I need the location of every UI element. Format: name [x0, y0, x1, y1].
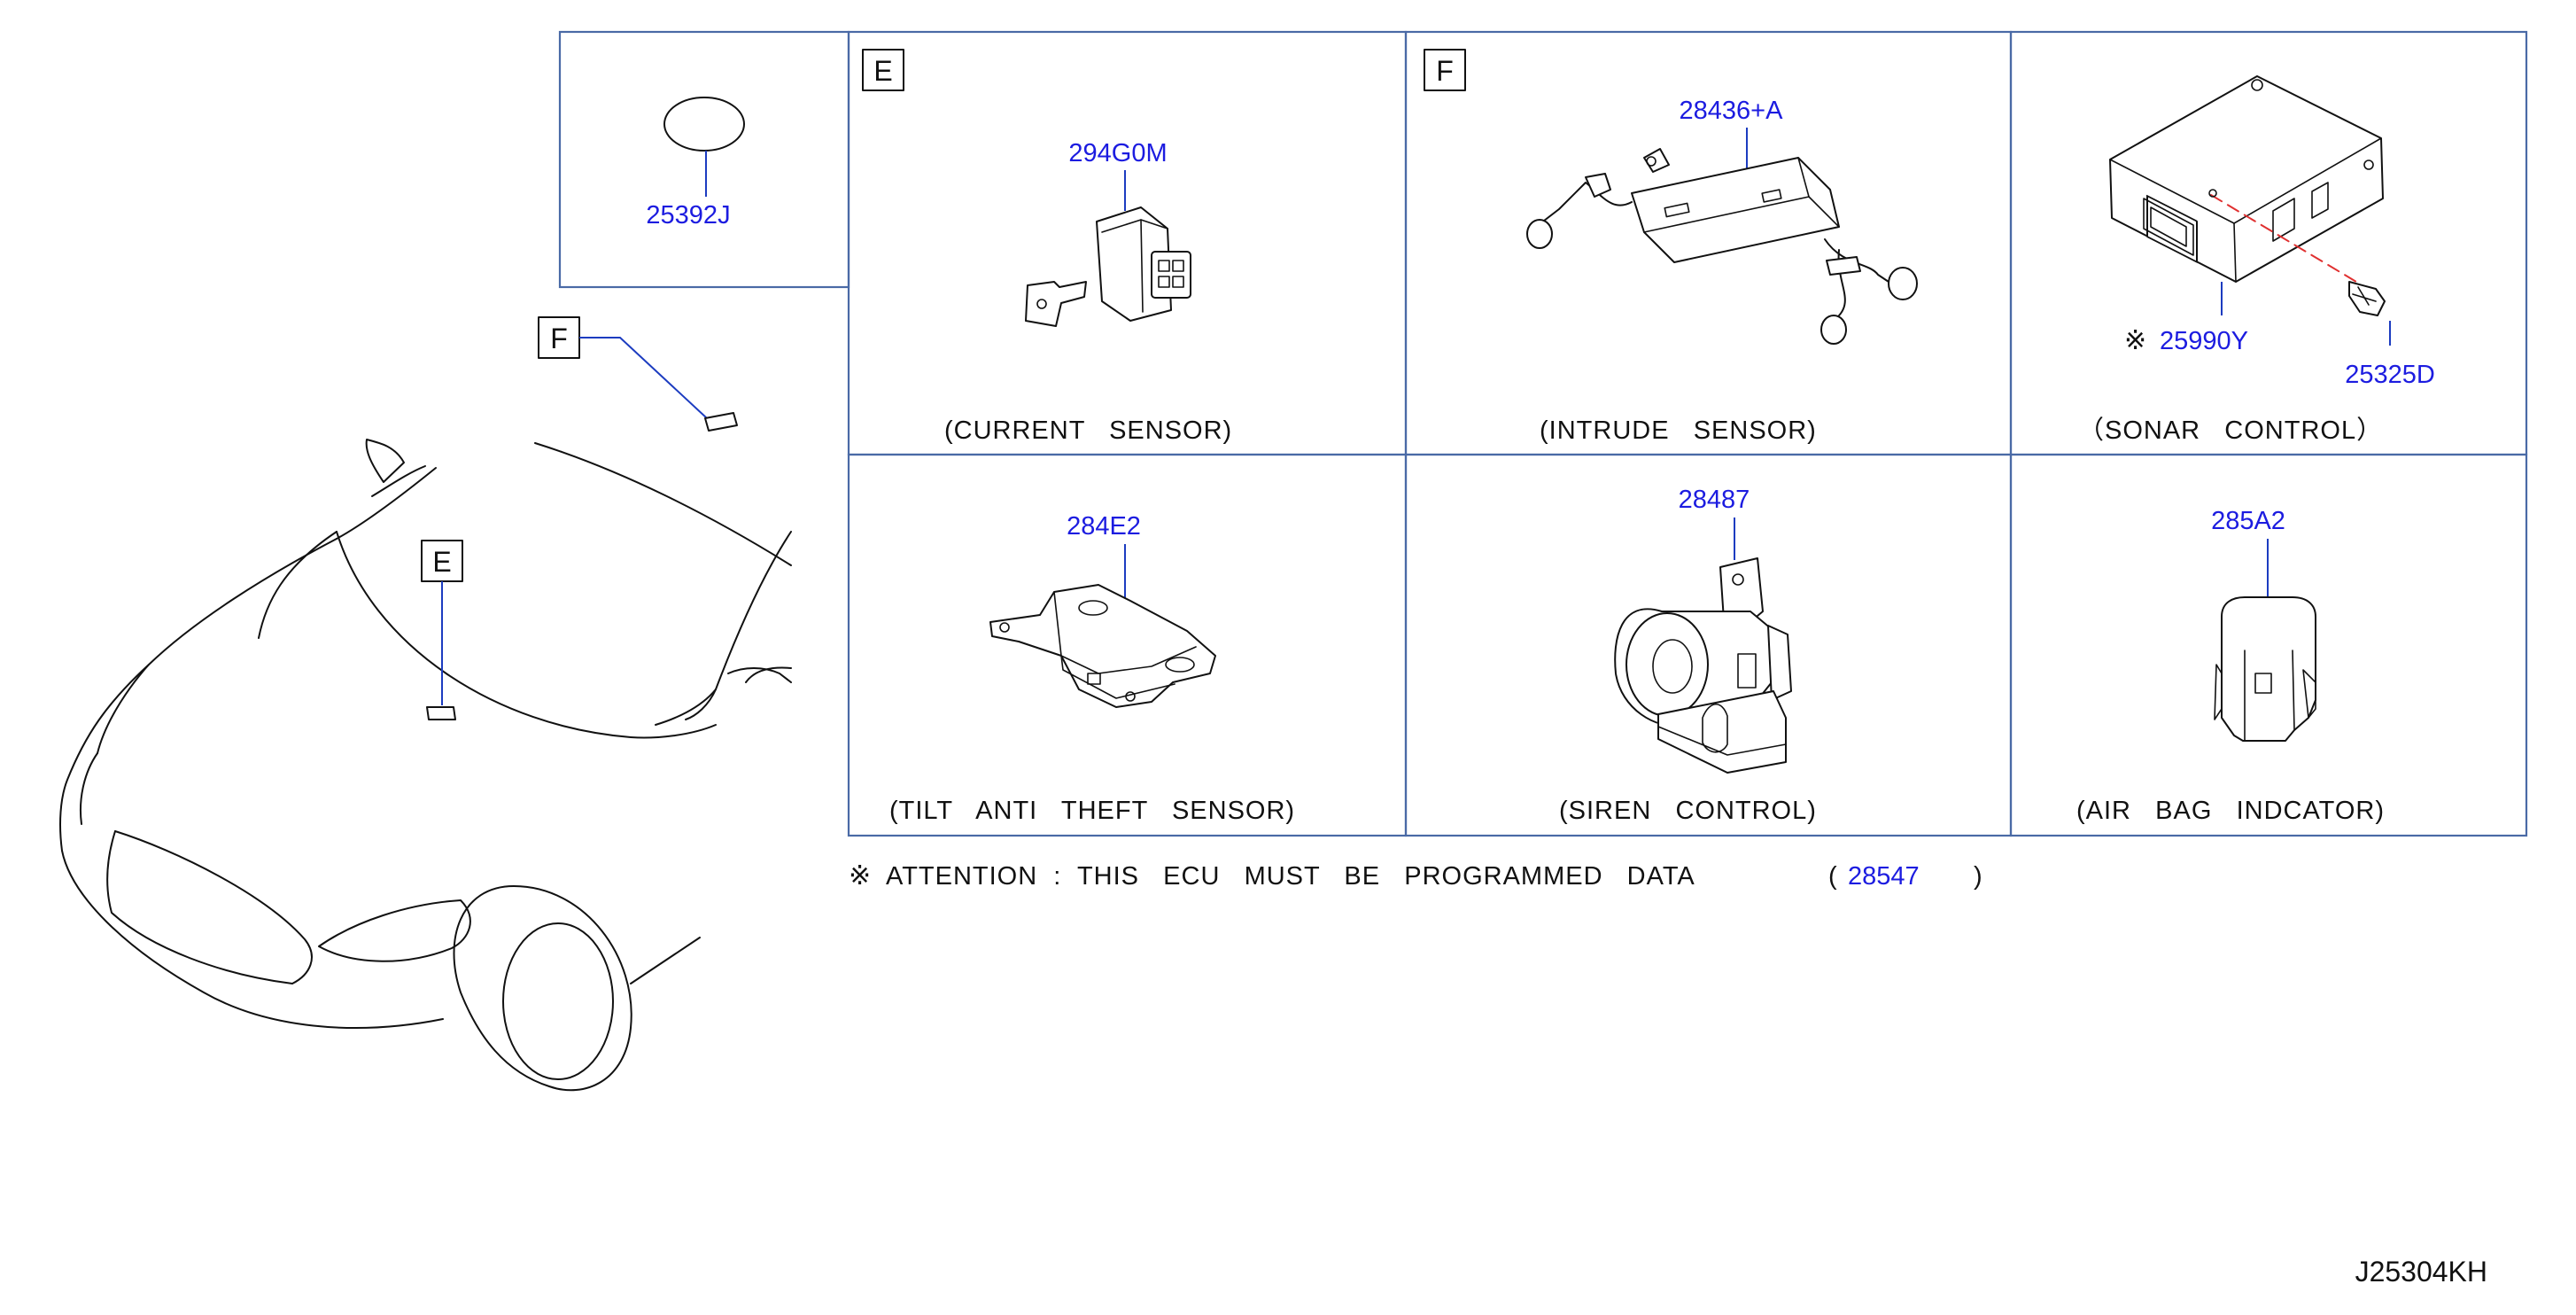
cell-airbag-indicator [2009, 453, 2528, 837]
attention-text: ATTENTION : THIS ECU MUST BE PROGRAMMED … [886, 862, 1695, 891]
svg-text:F: F [550, 323, 568, 354]
svg-text:E: E [432, 546, 451, 578]
part-number-284E2[interactable]: 284E2 [1067, 512, 1141, 541]
caption-siren-control: (SIREN CONTROL) [1559, 797, 1817, 825]
parts-grid [558, 30, 2528, 837]
attention-open: ( [1828, 862, 1838, 891]
airbag-indicator-part [2214, 596, 2316, 742]
sonar-control-part [2109, 75, 2391, 346]
svg-text:E: E [873, 55, 892, 87]
attention-close: ) [1974, 862, 1983, 891]
caption-sonar-control: （SONAR CONTROL） [2078, 416, 2383, 445]
diagram-code: J25304KH [2355, 1256, 2487, 1288]
attention-note: ※ ATTENTION : THIS ECU MUST BE PROGRAMME… [849, 861, 1983, 891]
part-number-25392J[interactable]: 25392J [646, 201, 730, 230]
caption-current-sensor: (CURRENT SENSOR) [944, 416, 1232, 445]
intrude-sensor-part [1526, 148, 1918, 345]
tilt-sensor-part [989, 584, 1216, 708]
part-number-28487[interactable]: 28487 [1679, 486, 1750, 514]
current-sensor-part [1025, 206, 1191, 327]
view-label-e: E [862, 49, 904, 91]
part-number-25325D[interactable]: 25325D [2345, 361, 2435, 389]
caption-intrude-sensor: (INTRUDE SENSOR) [1540, 416, 1817, 445]
part-number-285A2[interactable]: 285A2 [2211, 507, 2285, 535]
view-label-f: F [1424, 49, 1466, 91]
svg-text:F: F [1436, 55, 1454, 87]
vehicle-outline [59, 439, 792, 1092]
siren-part [1614, 557, 1792, 774]
programming-mark: ※ [2124, 326, 2146, 355]
part-number-28436A[interactable]: 28436+A [1680, 97, 1784, 125]
battery-cover-part [663, 97, 745, 197]
cell-battery-cover [558, 30, 850, 289]
part-number-294G0M[interactable]: 294G0M [1068, 139, 1167, 167]
vehicle-callout-f: F [538, 316, 738, 432]
caption-airbag-indicator: (AIR BAG INDCATOR) [2076, 797, 2385, 825]
part-number-28547[interactable]: 28547 [1848, 862, 1920, 891]
part-number-25990Y[interactable]: 25990Y [2160, 327, 2248, 355]
attention-mark: ※ [849, 861, 871, 891]
vehicle-callout-e: E [421, 540, 463, 720]
caption-tilt-sensor: (TILT ANTI THEFT SENSOR) [889, 797, 1295, 825]
